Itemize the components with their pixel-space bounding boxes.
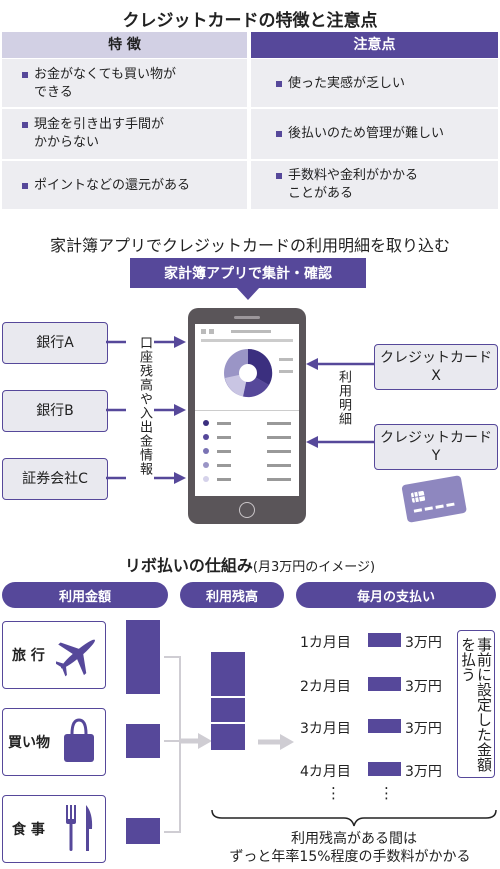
- caution-cell-1: [251, 59, 498, 107]
- source-label: Y: [431, 448, 441, 464]
- usage-bar-food: [126, 818, 160, 844]
- header-usage-amount: 利用金額: [2, 582, 168, 608]
- right-connectors: [306, 358, 376, 448]
- source-credit-card-x: クレジットカード X: [374, 344, 498, 390]
- section1-title: クレジットカードの特徴と注意点: [122, 11, 378, 31]
- header-monthly-payment: 毎月の支払い: [296, 582, 496, 608]
- source-label: クレジットカード: [380, 430, 492, 446]
- source-bank-b: 銀行B: [2, 390, 108, 432]
- payment-bar-2: [368, 677, 401, 691]
- phone-speaker: [234, 316, 260, 319]
- source-label: 銀行B: [36, 403, 74, 419]
- section3-subtitle: (月3万円のイメージ): [252, 560, 376, 575]
- caution-text: 使った実感が乏しい: [288, 76, 406, 91]
- source-label: 銀行A: [36, 335, 74, 351]
- ellipsis-amounts: ⋮: [379, 784, 394, 802]
- caution-cell-2: [251, 109, 498, 159]
- feature-item-1: お金がなくても買い物ができる: [22, 66, 176, 102]
- section2-title: 家計簿アプリでクレジットカードの利用明細を取り込む: [49, 236, 450, 255]
- section3-title-row: リボ払いの仕組み(月3万円のイメージ): [0, 552, 500, 576]
- usage-bar-shopping: [126, 724, 160, 758]
- bullet-square-icon: [22, 122, 28, 128]
- feature-cell-1: [2, 59, 247, 107]
- side-note-text: 事前に設定した金額を払う: [459, 637, 493, 772]
- bullet-square-icon: [22, 72, 28, 78]
- caution-text: ことがある: [288, 186, 354, 201]
- phone-screen: [195, 324, 299, 496]
- category-travel: [2, 621, 106, 689]
- app-label-text: 家計簿アプリで集計・確認: [164, 266, 332, 282]
- month-label-2: 2カ月目: [300, 679, 351, 695]
- phone: [188, 308, 306, 524]
- source-label: クレジットカード: [380, 350, 492, 366]
- category-travel-label: 旅 行: [12, 648, 45, 664]
- caution-item-3: 手数料や金利がかかることがある: [276, 167, 418, 203]
- feature-item-3: ポイントなどの還元がある: [22, 177, 190, 195]
- section3-title: リボ払いの仕組み: [124, 556, 253, 575]
- caution-text: 後払いのため管理が難しい: [288, 126, 445, 141]
- source-label: 証券会社C: [22, 471, 88, 487]
- month-label-1: 1カ月目: [300, 635, 351, 651]
- feature-text: かからない: [34, 135, 100, 150]
- balance-to-payment-arrow: [258, 734, 294, 750]
- payment-amount-4: 3万円: [405, 764, 442, 780]
- phone-home-button: [239, 502, 255, 518]
- left-connectors: [106, 336, 186, 484]
- payment-bar-1: [368, 633, 401, 647]
- feature-cell-3: [2, 161, 247, 209]
- caution-item-1: 使った実感が乏しい: [276, 75, 405, 93]
- airplane-icon: [56, 639, 96, 677]
- payment-amount-2: 3万円: [405, 679, 442, 695]
- payment-amount-1: 3万円: [405, 635, 442, 651]
- source-label: X: [431, 368, 441, 384]
- feature-text: 現金を引き出す手間が: [34, 117, 165, 132]
- right-caption: 利用明細: [336, 370, 351, 426]
- category-food-label: 食 事: [12, 822, 45, 838]
- feature-item-2: 現金を引き出す手間がかからない: [22, 116, 164, 152]
- caution-item-2: 後払いのため管理が難しい: [276, 125, 444, 143]
- usage-bars: [126, 620, 212, 844]
- month-label-3: 3カ月目: [300, 721, 351, 737]
- cautions-header: 注意点: [251, 32, 498, 58]
- payment-amount-3: 3万円: [405, 721, 442, 737]
- ellipsis-months: ⋮: [326, 784, 341, 802]
- header-text: 利用金額: [58, 589, 111, 605]
- feature-cell-2: [2, 109, 247, 159]
- caution-cell-3: [251, 161, 498, 209]
- brace: [211, 809, 497, 827]
- usage-bar-travel: [126, 620, 160, 694]
- payment-bar-4: [368, 762, 401, 776]
- month-label-4: 4カ月目: [300, 764, 351, 780]
- features-header: 特 徴: [2, 32, 247, 58]
- bullet-square-icon: [276, 81, 282, 87]
- pie-chart-graphic: [224, 348, 273, 398]
- feature-text: ポイントなどの還元がある: [34, 178, 191, 193]
- feature-text: お金がなくても買い物が: [34, 67, 176, 82]
- shopping-bag-icon: [64, 718, 94, 762]
- bullet-square-icon: [276, 131, 282, 137]
- bullet-square-icon: [22, 183, 28, 189]
- fork-knife-icon: [66, 805, 93, 851]
- balance-bar: [211, 652, 245, 750]
- header-text: 利用残高: [205, 589, 258, 605]
- footer-line-2: ずっと年率15%程度の手数料がかかる: [229, 849, 471, 865]
- source-securities-c: 証券会社C: [2, 458, 108, 500]
- side-note-box: 事前に設定した金額を払う: [457, 630, 495, 778]
- credit-card-icon: [401, 475, 467, 523]
- bullet-square-icon: [276, 173, 282, 179]
- app-label-pointer: [236, 287, 260, 300]
- header-text: 毎月の支払い: [356, 589, 435, 605]
- feature-text: できる: [34, 85, 73, 100]
- caution-text: 手数料や金利がかかる: [288, 168, 419, 183]
- source-credit-card-y: クレジットカード Y: [374, 424, 498, 470]
- footer-line-1: 利用残高がある間は: [291, 831, 417, 847]
- category-shopping-label: 買い物: [8, 735, 50, 751]
- source-bank-a: 銀行A: [2, 322, 108, 364]
- left-caption: 口座残高や入出金情報: [137, 336, 152, 476]
- payment-bar-3: [368, 719, 401, 733]
- header-usage-balance: 利用残高: [180, 582, 284, 608]
- app-label-box: 家計簿アプリで集計・確認: [130, 258, 366, 288]
